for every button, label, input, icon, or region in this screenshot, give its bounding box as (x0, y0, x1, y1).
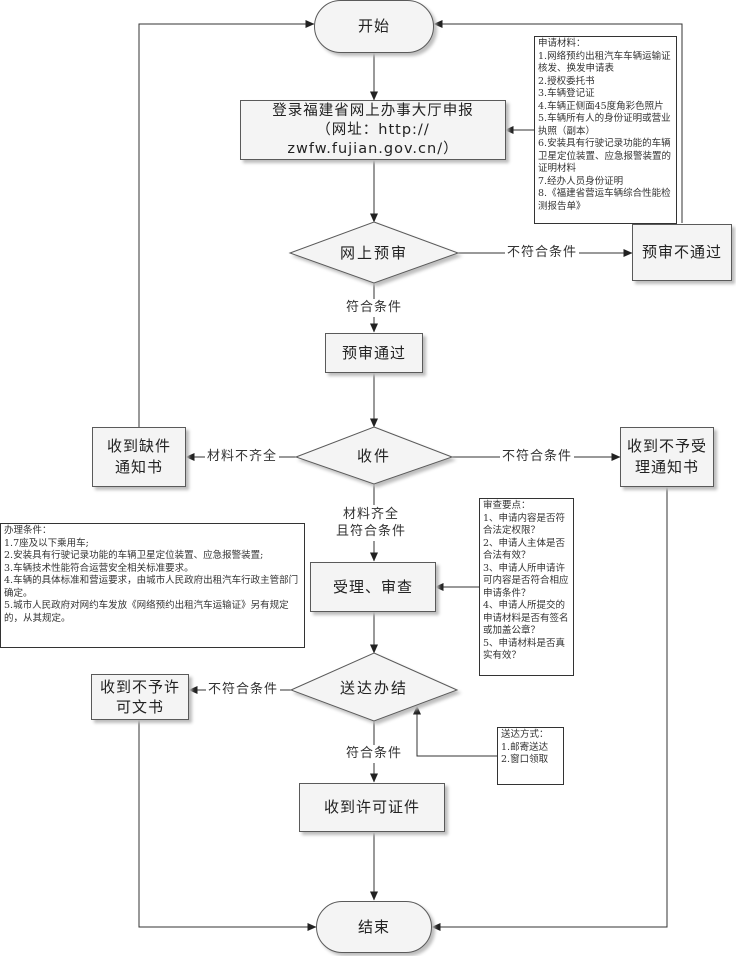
end-label: 结束 (357, 917, 390, 936)
materials-item-3: 3.车辆登记证 (538, 88, 595, 99)
materials-item-2: 2.授权委托书 (538, 75, 595, 87)
pointer-delivery (413, 705, 497, 757)
review-points-note: 审查要点： 1、申请内容是否符合法定权限？ 2、申请人主体是否合法有效？ 3、申… (479, 498, 574, 676)
review-points-item-2: 2、申请人主体是否合法有效？ (483, 537, 566, 562)
conditions-item-4: 4.车辆的具体标准和营运要求，由城市人民政府出租汽车行政主管部门确定。 (4, 575, 299, 599)
accept-review-box: 受理、审查 (310, 562, 436, 612)
materials-item-8: 8.《福建省营运车辆综合性能检测报告单》 (538, 188, 671, 212)
review-points-item-4: 4、申请人所提交的申请材料是否有签名或加盖公章？ (483, 600, 569, 636)
conditions-item-3: 3.车辆技术性能符合运营安全相关标准要求。 (4, 562, 194, 574)
edge-label-complete-met: 材料齐全 且符合条件 (334, 505, 409, 541)
conditions-title: 办理条件： (4, 525, 52, 536)
edge-deny-end (138, 720, 317, 931)
review-points-title: 审查要点： (483, 500, 531, 511)
login-box: 登录福建省网上办事大厅申报 （网址：http:// zwfw.fujian.go… (240, 100, 506, 160)
delivery-title: 送达方式： (501, 729, 549, 740)
edge-fail-loop (433, 20, 683, 223)
end-node: 结束 (316, 901, 432, 953)
prereview-fail-box: 预审不通过 (632, 224, 732, 281)
review-points-item-1: 1、申请内容是否符合法定权限？ (483, 512, 566, 537)
start-node: 开始 (314, 0, 434, 53)
edge-reject-end (431, 487, 668, 931)
edge-missing-loop (138, 20, 315, 427)
prereview-pass-label: 预审通过 (341, 343, 406, 362)
materials-item-4: 4.车辆正侧面45度角彩色照片 (538, 100, 664, 112)
edge-label-met-2: 符合条件 (344, 745, 405, 763)
diamond-deliver (289, 652, 459, 722)
conditions-item-1: 1.7座及以下乘用车; (4, 537, 89, 549)
deny-doc-box: 收到不予许 可文书 (91, 674, 189, 720)
edge-label-incomplete: 材料不齐全 (205, 449, 280, 465)
delivery-item-1: 1.邮寄送达 (501, 741, 549, 753)
edge-label-complete-line-2: 且符合条件 (336, 524, 407, 539)
license-box: 收到许可证件 (299, 783, 445, 832)
delivery-item-2: 2.窗口领取 (501, 754, 549, 765)
login-line-2: （网址：http:// (316, 121, 430, 138)
diamond-online-review (288, 221, 460, 284)
missing-notice-line-2: 通知书 (114, 458, 163, 476)
conditions-item-5: 5.城市人民政府对网约车发放《网络预约出租汽车运输证》另有规定的，从其规定。 (4, 600, 289, 624)
edge-label-complete-line-1: 材料齐全 (343, 507, 400, 522)
edge-label-not-met-2: 不符合条件 (500, 449, 575, 465)
conditions-note: 办理条件： 1.7座及以下乘用车; 2.安装具有行驶记录功能的车辆卫星定位装置、… (0, 523, 305, 648)
review-points-item-5: 5、申请材料是否真实有效？ (483, 637, 566, 662)
prereview-fail-label: 预审不通过 (641, 243, 722, 261)
accept-review-label: 受理、审查 (332, 577, 413, 596)
deny-doc-line-2: 可文书 (115, 698, 164, 716)
login-line-3: zwfw.fujian.gov.cn/） (287, 140, 459, 157)
reject-notice-box: 收到不予受 理通知书 (620, 427, 714, 487)
materials-title: 申请材料： (538, 38, 586, 49)
missing-notice-line-1: 收到缺件 (106, 437, 171, 455)
edge-label-not-met-3: 不符合条件 (206, 682, 281, 698)
materials-item-6: 6.安装具有行驶记录功能的车辆卫星定位装置、应急报警装置的证明材料 (538, 138, 672, 174)
materials-item-5: 5.车辆所有人的身份证明或营业执照（副本） (538, 113, 671, 137)
deliver-label: 送达办结 (339, 678, 408, 697)
materials-note: 申请材料： 1.网络预约出租汽车车辆运输证核发、换发申请表 2.授权委托书 3.… (534, 36, 677, 224)
review-points-item-3: 3、申请人所申请许可内容是否符合相应申请条件？ (483, 562, 569, 599)
deny-doc-line-1: 收到不予许 (99, 678, 180, 696)
materials-item-1: 1.网络预约出租汽车车辆运输证核发、换发申请表 (538, 50, 671, 75)
reject-notice-line-1: 收到不予受 (626, 437, 707, 455)
online-review-label: 网上预审 (339, 244, 408, 262)
diamond-receive (294, 426, 454, 485)
prereview-pass-box: 预审通过 (325, 333, 423, 373)
edge-label-not-met-1: 不符合条件 (505, 245, 580, 261)
receive-label: 收件 (356, 447, 391, 465)
reject-notice-line-2: 理通知书 (634, 458, 699, 476)
delivery-note: 送达方式： 1.邮寄送达 2.窗口领取 (497, 727, 564, 785)
missing-notice-box: 收到缺件 通知书 (92, 427, 186, 487)
edge-label-met-1: 符合条件 (344, 299, 405, 317)
login-line-1: 登录福建省网上办事大厅申报 (272, 102, 474, 119)
conditions-item-2: 2.安装具有行驶记录功能的车辆卫星定位装置、应急报警装置; (4, 550, 264, 561)
materials-item-7: 7.经办人员身份证明 (538, 175, 624, 187)
start-label: 开始 (357, 17, 390, 35)
license-label: 收到许可证件 (323, 798, 420, 816)
